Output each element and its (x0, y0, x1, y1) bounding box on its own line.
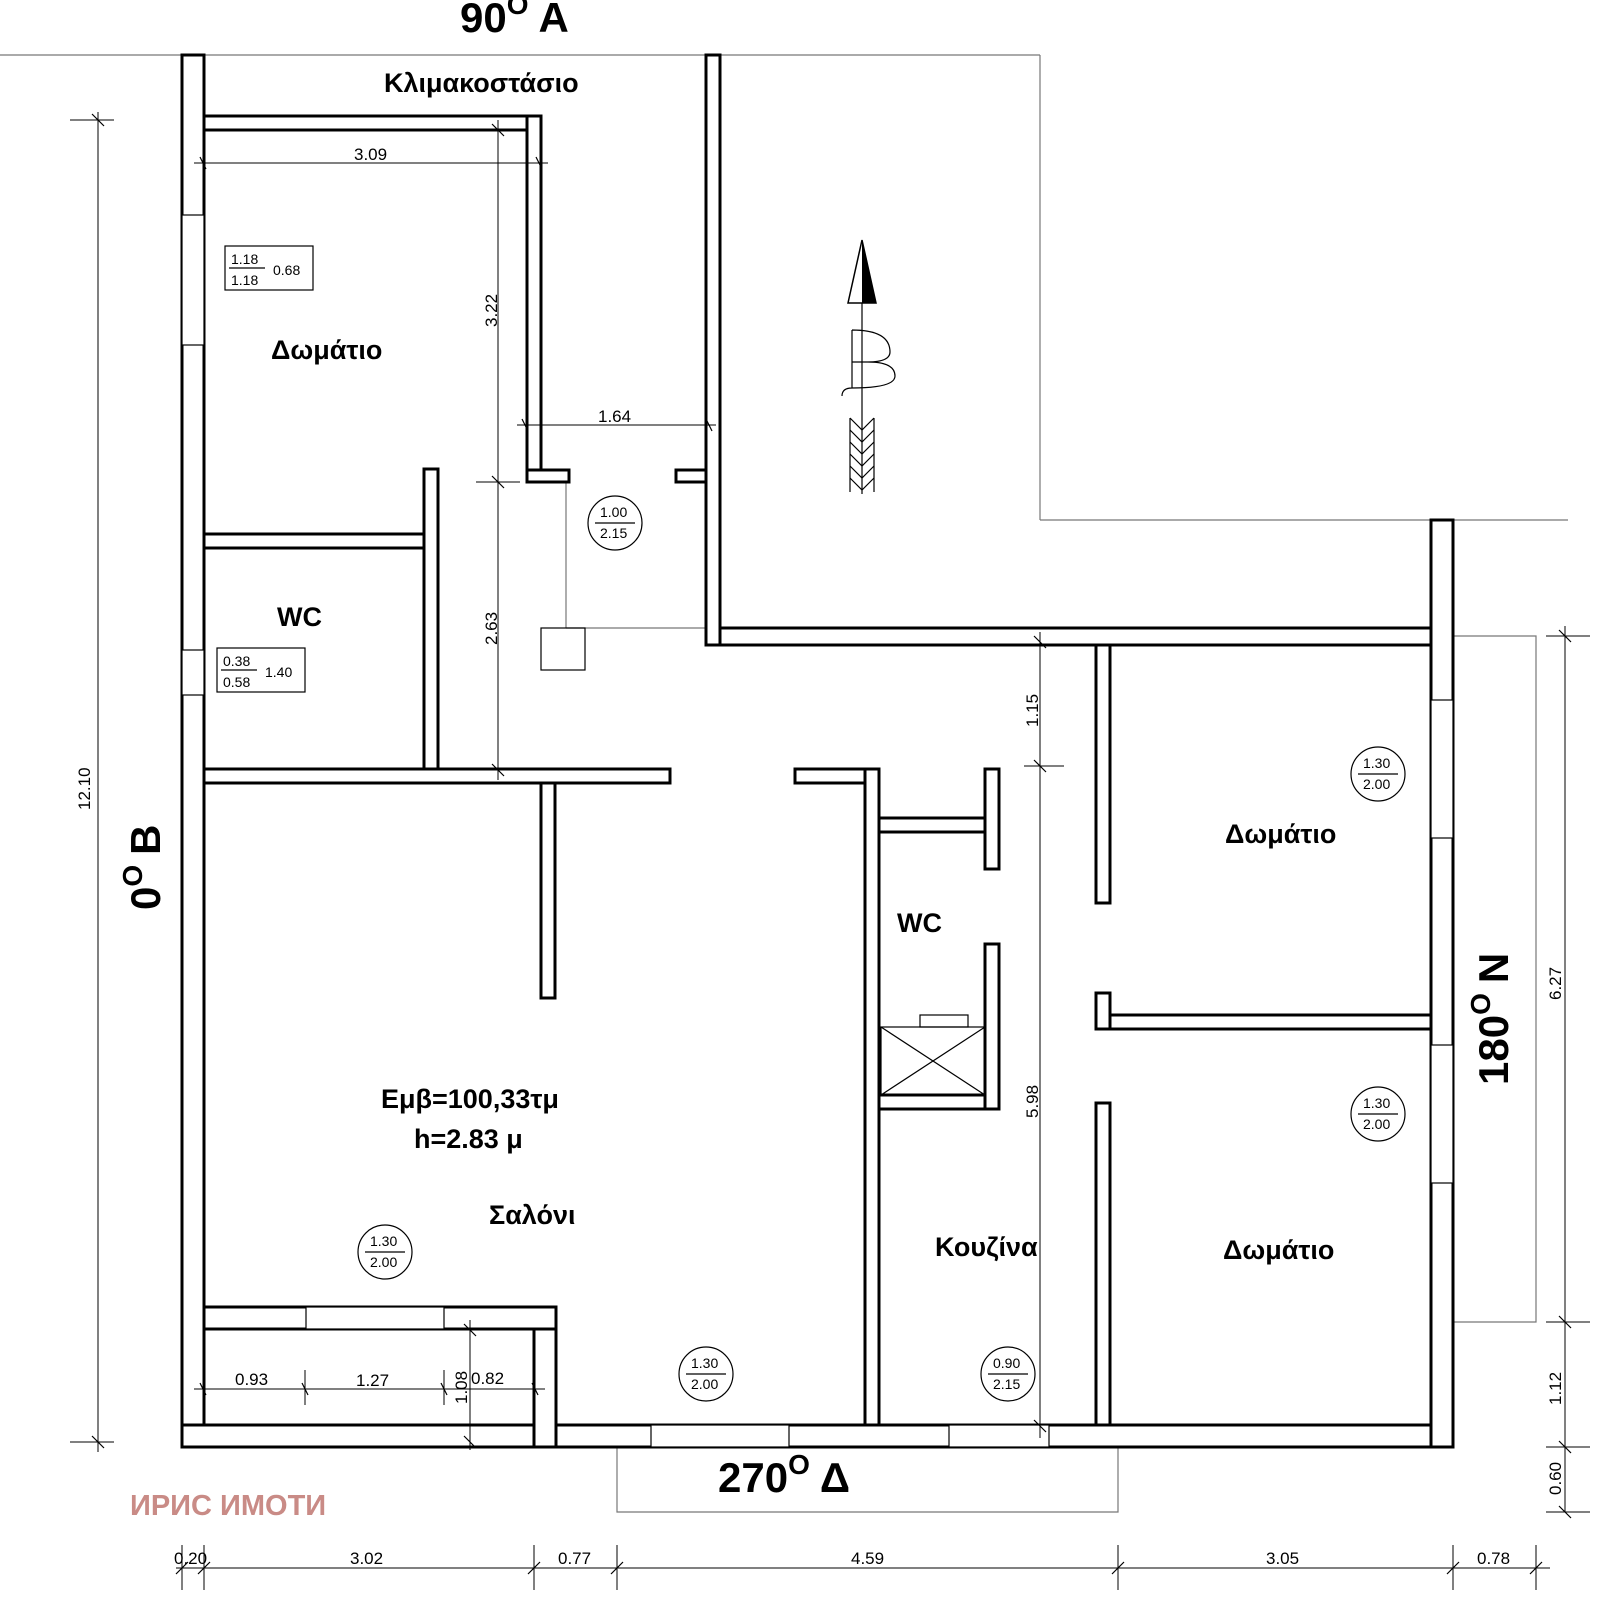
room-label-stairwell: Κλιμακοστάσιο (384, 68, 579, 98)
window-spec-2 (216, 647, 306, 693)
window-spec-2-top: 0.38 (223, 653, 250, 669)
window-spec-2-side: 1.40 (265, 664, 292, 680)
dim-bottom-0-77: 0.77 (558, 1549, 591, 1568)
opening-6-bottom: 2.15 (993, 1376, 1020, 1392)
window-spec-1 (224, 245, 314, 291)
room-label-wc-center: WC (897, 908, 942, 938)
opening-5-bottom: 2.00 (691, 1376, 718, 1392)
window-spec-2-bottom: 0.58 (223, 674, 250, 690)
north-arrow-icon (841, 239, 896, 494)
dim-bottom-0-78: 0.78 (1477, 1549, 1510, 1568)
room-label-top-left: Δωμάτιο (271, 335, 382, 365)
dim-bottom-0-20: 0.20 (174, 1549, 207, 1568)
dim-bottom-3-05: 3.05 (1266, 1549, 1299, 1568)
opening-4-bottom: 2.00 (370, 1254, 397, 1270)
dim-1-08: 1.08 (452, 1371, 471, 1404)
window-spec-1-top: 1.18 (231, 251, 258, 267)
opening-6-top: 0.90 (993, 1355, 1020, 1371)
opening-circle-1 (587, 495, 643, 551)
opening-5-top: 1.30 (691, 1355, 718, 1371)
opening-circle-5 (678, 1346, 734, 1402)
dim-0-60: 0.60 (1546, 1462, 1565, 1495)
dim-5-98: 5.98 (1023, 1085, 1042, 1118)
total-area: Εμβ=100,33τμ (381, 1084, 559, 1114)
dim-12-10: 12.10 (75, 767, 94, 810)
room-label-living: Σαλόνι (489, 1200, 576, 1230)
wall-windows (181, 214, 1454, 1448)
ceiling-height: h=2.83 μ (414, 1124, 523, 1154)
opening-circle-6 (980, 1346, 1036, 1402)
dim-1-15: 1.15 (1023, 694, 1042, 727)
room-label-right-top: Δωμάτιο (1225, 819, 1336, 849)
dim-bottom-3-02: 3.02 (350, 1549, 383, 1568)
dim-6-27: 6.27 (1546, 967, 1565, 1000)
outline-lines (0, 54, 1568, 1513)
dim-bottom-4-59: 4.59 (851, 1549, 884, 1568)
dim-0-82: 0.82 (471, 1369, 504, 1388)
dim-3-09: 3.09 (354, 145, 387, 164)
window-spec-1-side: 0.68 (273, 262, 300, 278)
dim-1-64: 1.64 (598, 407, 631, 426)
opening-3-top: 1.30 (1363, 1095, 1390, 1111)
room-label-right-bottom: Δωμάτιο (1223, 1235, 1334, 1265)
dim-0-93: 0.93 (235, 1370, 268, 1389)
room-label-wc-left: WC (277, 602, 322, 632)
opening-3-bottom: 2.00 (1363, 1116, 1390, 1132)
brand-watermark: ИРИС ИМОТИ (130, 1490, 326, 1522)
opening-4-top: 1.30 (370, 1233, 397, 1249)
interior-walls (202, 467, 1433, 1427)
dim-1-27: 1.27 (356, 1371, 389, 1390)
opening-1-top: 1.00 (600, 504, 627, 520)
opening-circle-4 (357, 1224, 413, 1280)
opening-1-bottom: 2.15 (600, 525, 627, 541)
opening-2-top: 1.30 (1363, 755, 1390, 771)
opening-circle-2 (1350, 746, 1406, 802)
east-label: 180OΝ (1465, 953, 1517, 1085)
dimension-lines (70, 112, 1590, 1590)
dim-2-63: 2.63 (482, 612, 501, 645)
dim-1-12: 1.12 (1546, 1372, 1565, 1405)
dim-3-22: 3.22 (482, 294, 501, 327)
west-label: 0OΒ (117, 825, 169, 910)
opening-2-bottom: 2.00 (1363, 776, 1390, 792)
opening-circle-3 (1350, 1086, 1406, 1142)
window-spec-1-bottom: 1.18 (231, 272, 258, 288)
room-label-kitchen: Κουζίνα (935, 1232, 1038, 1262)
